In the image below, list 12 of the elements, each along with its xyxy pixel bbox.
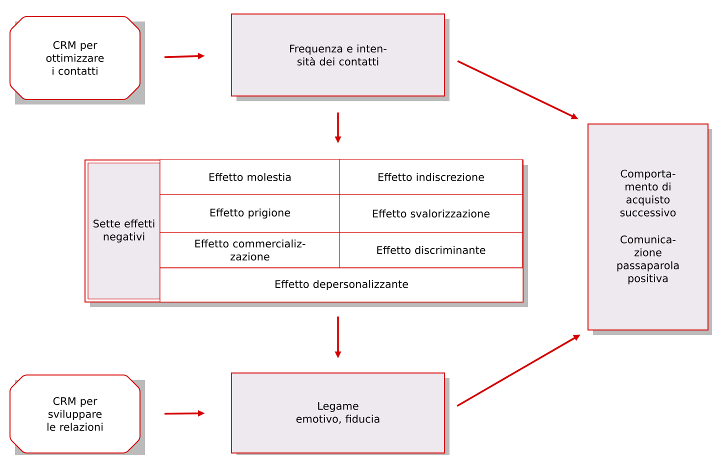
rounded-box: CRM per ottimizzare i contatti (10, 16, 145, 104)
table-cell: Effetto molestia (160, 159, 340, 195)
process-box: Frequenza e inten-sità dei contatti (231, 14, 450, 101)
table-cell: Effetto svalorizzazione (339, 194, 523, 233)
table-cell: Effetto indiscrezione (339, 159, 523, 195)
table-cell: Effetto commercializ-zazione (160, 232, 340, 268)
table-cell: Effetto prigione (160, 194, 340, 233)
result-box: Comporta-mento di acquisto successivo Comunica-zione passaparola positiva (588, 124, 712, 335)
table-cell: Effetto discriminante (339, 232, 523, 268)
table-cell: Effetto depersonalizzante (160, 268, 524, 302)
process-box: Legame emotivo, fiducia (231, 372, 450, 455)
rounded-box: CRM per sviluppare le relazioni (10, 374, 145, 455)
